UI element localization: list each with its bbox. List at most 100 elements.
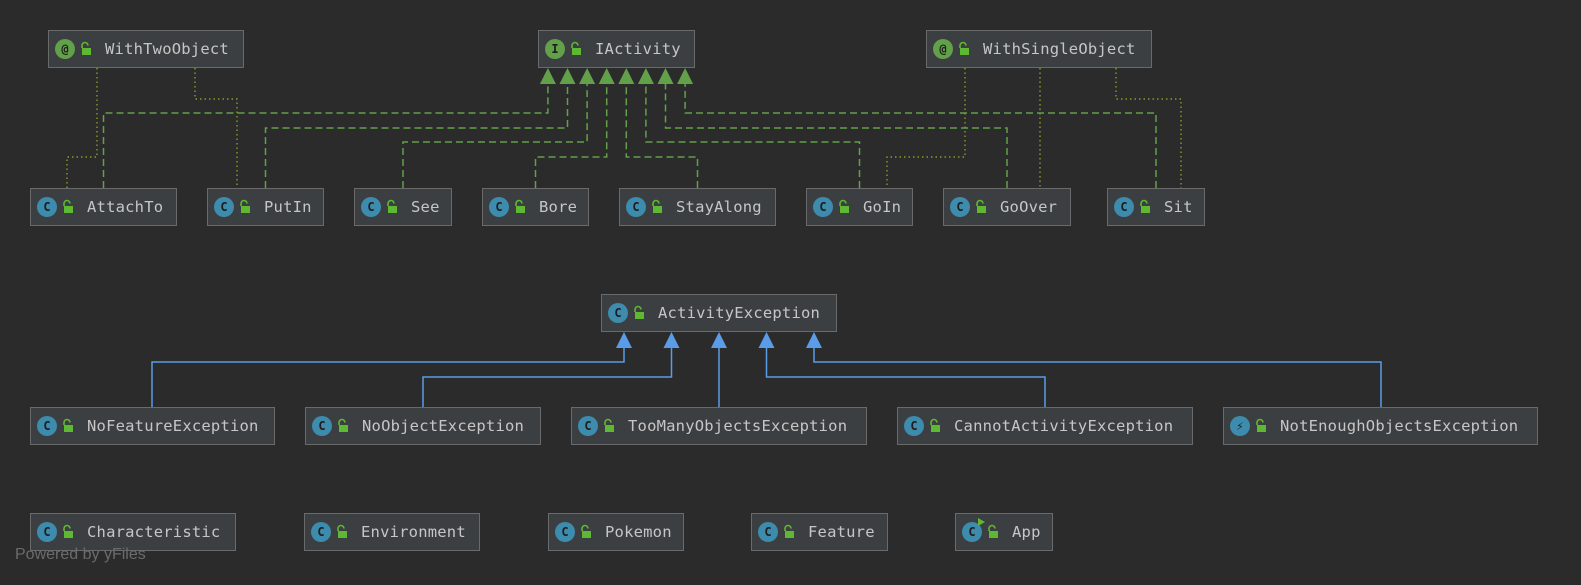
node-withtwoobject[interactable]: @WithTwoObject: [48, 30, 244, 68]
node-environment[interactable]: C Environment: [304, 513, 480, 551]
node-label: Feature: [808, 523, 875, 541]
node-bore[interactable]: C Bore: [482, 188, 589, 226]
node-label: WithTwoObject: [105, 40, 229, 58]
unlocked-icon: [1140, 199, 1150, 213]
node-cannotactivityexception[interactable]: C CannotActivityException: [897, 407, 1193, 445]
node-toomanyobjectsexception[interactable]: C TooManyObjectsException: [571, 407, 867, 445]
node-iactivity[interactable]: I IActivity: [538, 30, 695, 68]
node-label: Bore: [539, 198, 578, 216]
implements-arrowhead: [579, 68, 596, 84]
node-label: App: [1012, 523, 1041, 541]
class-icon: C: [37, 522, 57, 542]
implements-arrowhead: [559, 68, 576, 84]
annotation-edge: [194, 68, 238, 188]
node-notenoughobjectsexception[interactable]: ⚡NotEnoughObjectsException: [1223, 407, 1538, 445]
powered-by-footer: Powered by yFiles: [15, 546, 146, 563]
node-label: GoIn: [863, 198, 902, 216]
class-icon: C: [904, 416, 924, 436]
unlocked-icon: [338, 418, 348, 432]
class-icon: C: [311, 522, 331, 542]
unlocked-icon: [839, 199, 849, 213]
class-icon: C: [626, 197, 646, 217]
implements-arrowhead: [539, 68, 556, 84]
node-label: NoFeatureException: [87, 417, 259, 435]
annotation-edge: [66, 68, 98, 188]
node-activityexception[interactable]: C ActivityException: [601, 294, 837, 332]
unlocked-icon: [387, 199, 397, 213]
unlocked-icon: [988, 524, 998, 538]
unlocked-icon: [652, 199, 662, 213]
unlocked-icon: [81, 41, 91, 55]
unlocked-icon: [959, 41, 969, 55]
node-attachto[interactable]: C AttachTo: [30, 188, 177, 226]
unlocked-icon: [571, 41, 581, 55]
extends-arrowhead: [711, 332, 727, 348]
node-label: See: [411, 198, 440, 216]
unlocked-icon: [240, 199, 250, 213]
unlocked-icon: [784, 524, 794, 538]
unlocked-icon: [930, 418, 940, 432]
node-label: AttachTo: [87, 198, 164, 216]
node-putin[interactable]: C PutIn: [207, 188, 324, 226]
unlocked-icon: [337, 524, 347, 538]
unlocked-icon: [515, 199, 525, 213]
class-icon: C: [37, 197, 57, 217]
unlocked-icon: [63, 418, 73, 432]
extends-arrowhead: [806, 332, 822, 348]
node-see[interactable]: C See: [354, 188, 452, 226]
class-icon: C: [312, 416, 332, 436]
node-stayalong[interactable]: C StayAlong: [619, 188, 776, 226]
annotation-edge: [1115, 68, 1182, 188]
node-label: ActivityException: [658, 304, 821, 322]
node-nofeatureexception[interactable]: C NoFeatureException: [30, 407, 275, 445]
interface-icon: I: [545, 39, 565, 59]
node-label: TooManyObjectsException: [628, 417, 848, 435]
annotation-icon: @: [933, 39, 953, 59]
implements-arrowhead: [677, 68, 694, 84]
class-icon: C: [214, 197, 234, 217]
class-icon: C: [489, 197, 509, 217]
extends-arrowhead: [758, 332, 775, 348]
node-label: CannotActivityException: [954, 417, 1174, 435]
node-label: IActivity: [595, 40, 681, 58]
implements-edge: [264, 84, 569, 188]
implements-edge: [102, 84, 549, 188]
class-icon: C: [608, 303, 628, 323]
implements-edge: [684, 84, 1157, 188]
node-label: PutIn: [264, 198, 312, 216]
unlocked-icon: [63, 524, 73, 538]
extends-edge: [151, 348, 625, 407]
node-feature[interactable]: C Feature: [751, 513, 888, 551]
class-icon: C: [361, 197, 381, 217]
node-label: StayAlong: [676, 198, 762, 216]
class-icon: C: [758, 522, 778, 542]
implements-edge: [402, 84, 588, 188]
unlocked-icon: [976, 199, 986, 213]
unlocked-icon: [634, 305, 644, 319]
class-icon: C: [950, 197, 970, 217]
class-icon: C: [578, 416, 598, 436]
implements-arrowhead: [637, 68, 654, 84]
extends-arrowhead: [616, 332, 632, 348]
node-noobjectexception[interactable]: C NoObjectException: [305, 407, 541, 445]
implements-edge: [645, 84, 861, 188]
implements-edge: [664, 84, 1008, 188]
class-icon: C: [37, 416, 57, 436]
implements-edge: [534, 84, 608, 188]
extends-edge: [813, 348, 1382, 407]
run-marker-icon: [978, 518, 985, 526]
node-label: Pokemon: [605, 523, 672, 541]
exception-icon: ⚡: [1230, 416, 1250, 436]
node-label: Environment: [361, 523, 466, 541]
unlocked-icon: [581, 524, 591, 538]
class-icon: C: [1114, 197, 1134, 217]
node-label: NoObjectException: [362, 417, 525, 435]
node-withsingleobject[interactable]: @WithSingleObject: [926, 30, 1152, 68]
